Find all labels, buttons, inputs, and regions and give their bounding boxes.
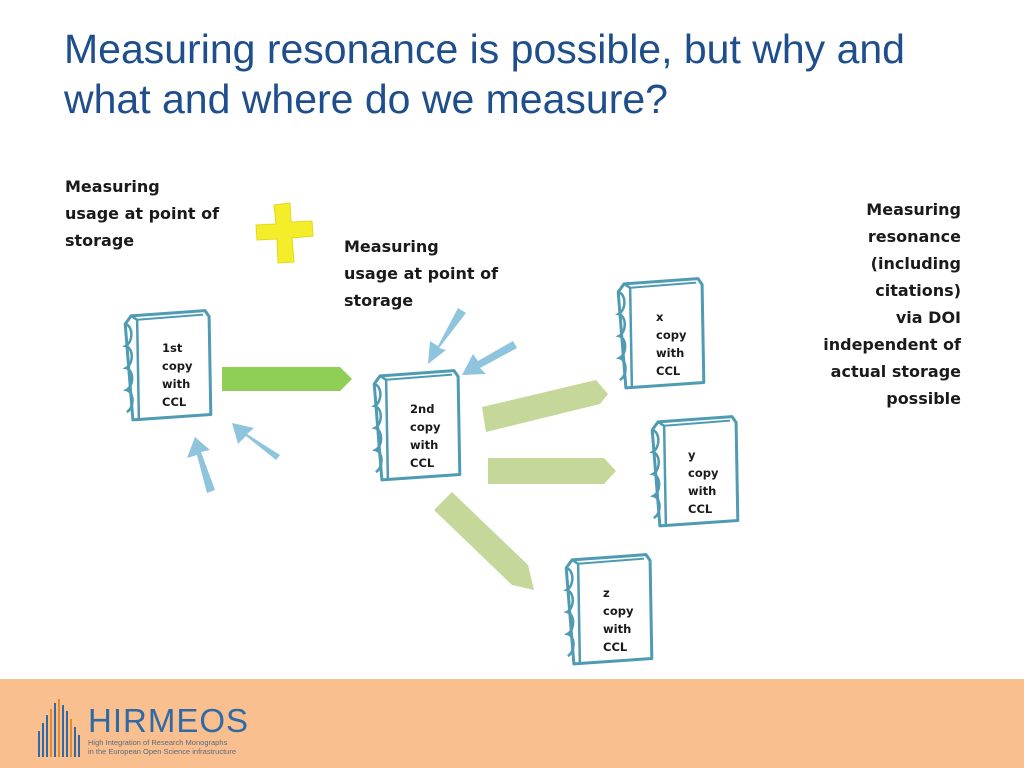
- logo-subtitle-line: in the European Open Science infrastruct…: [88, 747, 237, 756]
- right-label-line: possible: [886, 389, 961, 408]
- right-label-line: citations): [875, 281, 961, 300]
- right-label-line: Measuring: [866, 200, 961, 219]
- middle-label: Measuring usage at point of storage: [344, 233, 498, 314]
- blue-arrow-downleft-2: [462, 341, 517, 375]
- book-label-line: CCL: [410, 456, 435, 470]
- book-label-x: x copy with CCL: [656, 308, 686, 380]
- green-arrow-to-x: [482, 380, 608, 432]
- blue-arrow-upleft-1: [232, 423, 280, 460]
- hirmeos-logo-text: HIRMEOS: [88, 702, 250, 739]
- book-label-line: 2nd: [410, 402, 435, 416]
- book-label-line: CCL: [656, 364, 681, 378]
- book-label-line: copy: [656, 328, 687, 342]
- left-label: Measuring usage at point of storage: [65, 173, 219, 254]
- book-label-line: 1st: [162, 341, 183, 355]
- book-label-line: CCL: [688, 502, 713, 516]
- book-label-line: with: [410, 438, 439, 452]
- right-label-line: resonance: [867, 227, 961, 246]
- book-label-line: with: [603, 622, 632, 636]
- book-label-line: copy: [688, 466, 719, 480]
- right-label-line: actual storage: [830, 362, 961, 381]
- book-label-2nd: 2nd copy with CCL: [410, 400, 440, 472]
- book-label-line: x: [656, 310, 664, 324]
- left-label-line: usage at point of: [65, 204, 220, 223]
- right-label-line: (including: [870, 254, 961, 273]
- left-label-line: storage: [65, 231, 135, 250]
- book-label-line: with: [656, 346, 685, 360]
- blue-arrow-up-1: [187, 437, 215, 493]
- middle-label-line: Measuring: [344, 237, 439, 256]
- book-label-1st: 1st copy with CCL: [162, 339, 192, 411]
- book-label-line: copy: [410, 420, 441, 434]
- middle-label-line: storage: [344, 291, 414, 310]
- hirmeos-logo-subtitle: High Integration of Research Monographs …: [88, 738, 236, 756]
- middle-label-line: usage at point of: [344, 264, 499, 283]
- right-label-line: via DOI: [895, 308, 961, 327]
- book-label-line: CCL: [603, 640, 628, 654]
- hirmeos-logo-icon: [38, 699, 80, 757]
- book-label-line: z: [603, 586, 610, 600]
- green-arrow-to-y: [488, 458, 616, 484]
- blue-arrow-down-2: [428, 308, 466, 364]
- book-label-line: copy: [162, 359, 193, 373]
- right-label-line: independent of: [823, 335, 961, 354]
- book-label-z: z copy with CCL: [603, 584, 633, 656]
- green-arrow-to-z: [434, 492, 534, 590]
- title-line-2: what and where do we measure?: [64, 76, 668, 122]
- book-label-line: CCL: [162, 395, 187, 409]
- slide-title: Measuring resonance is possible, but why…: [64, 24, 1014, 124]
- book-label-line: copy: [603, 604, 634, 618]
- footer-band: [0, 679, 1024, 768]
- green-arrow-main: [222, 367, 352, 391]
- book-label-line: with: [162, 377, 191, 391]
- right-label: Measuring resonance (including citations…: [823, 196, 961, 412]
- book-label-line: with: [688, 484, 717, 498]
- title-line-1: Measuring resonance is possible, but why…: [64, 26, 905, 72]
- left-label-line: Measuring: [65, 177, 160, 196]
- plus-icon: [255, 202, 314, 264]
- book-label-line: y: [688, 448, 696, 462]
- flow-diagram: [123, 202, 740, 666]
- logo-subtitle-line: High Integration of Research Monographs: [88, 738, 228, 747]
- book-label-y: y copy with CCL: [688, 446, 718, 518]
